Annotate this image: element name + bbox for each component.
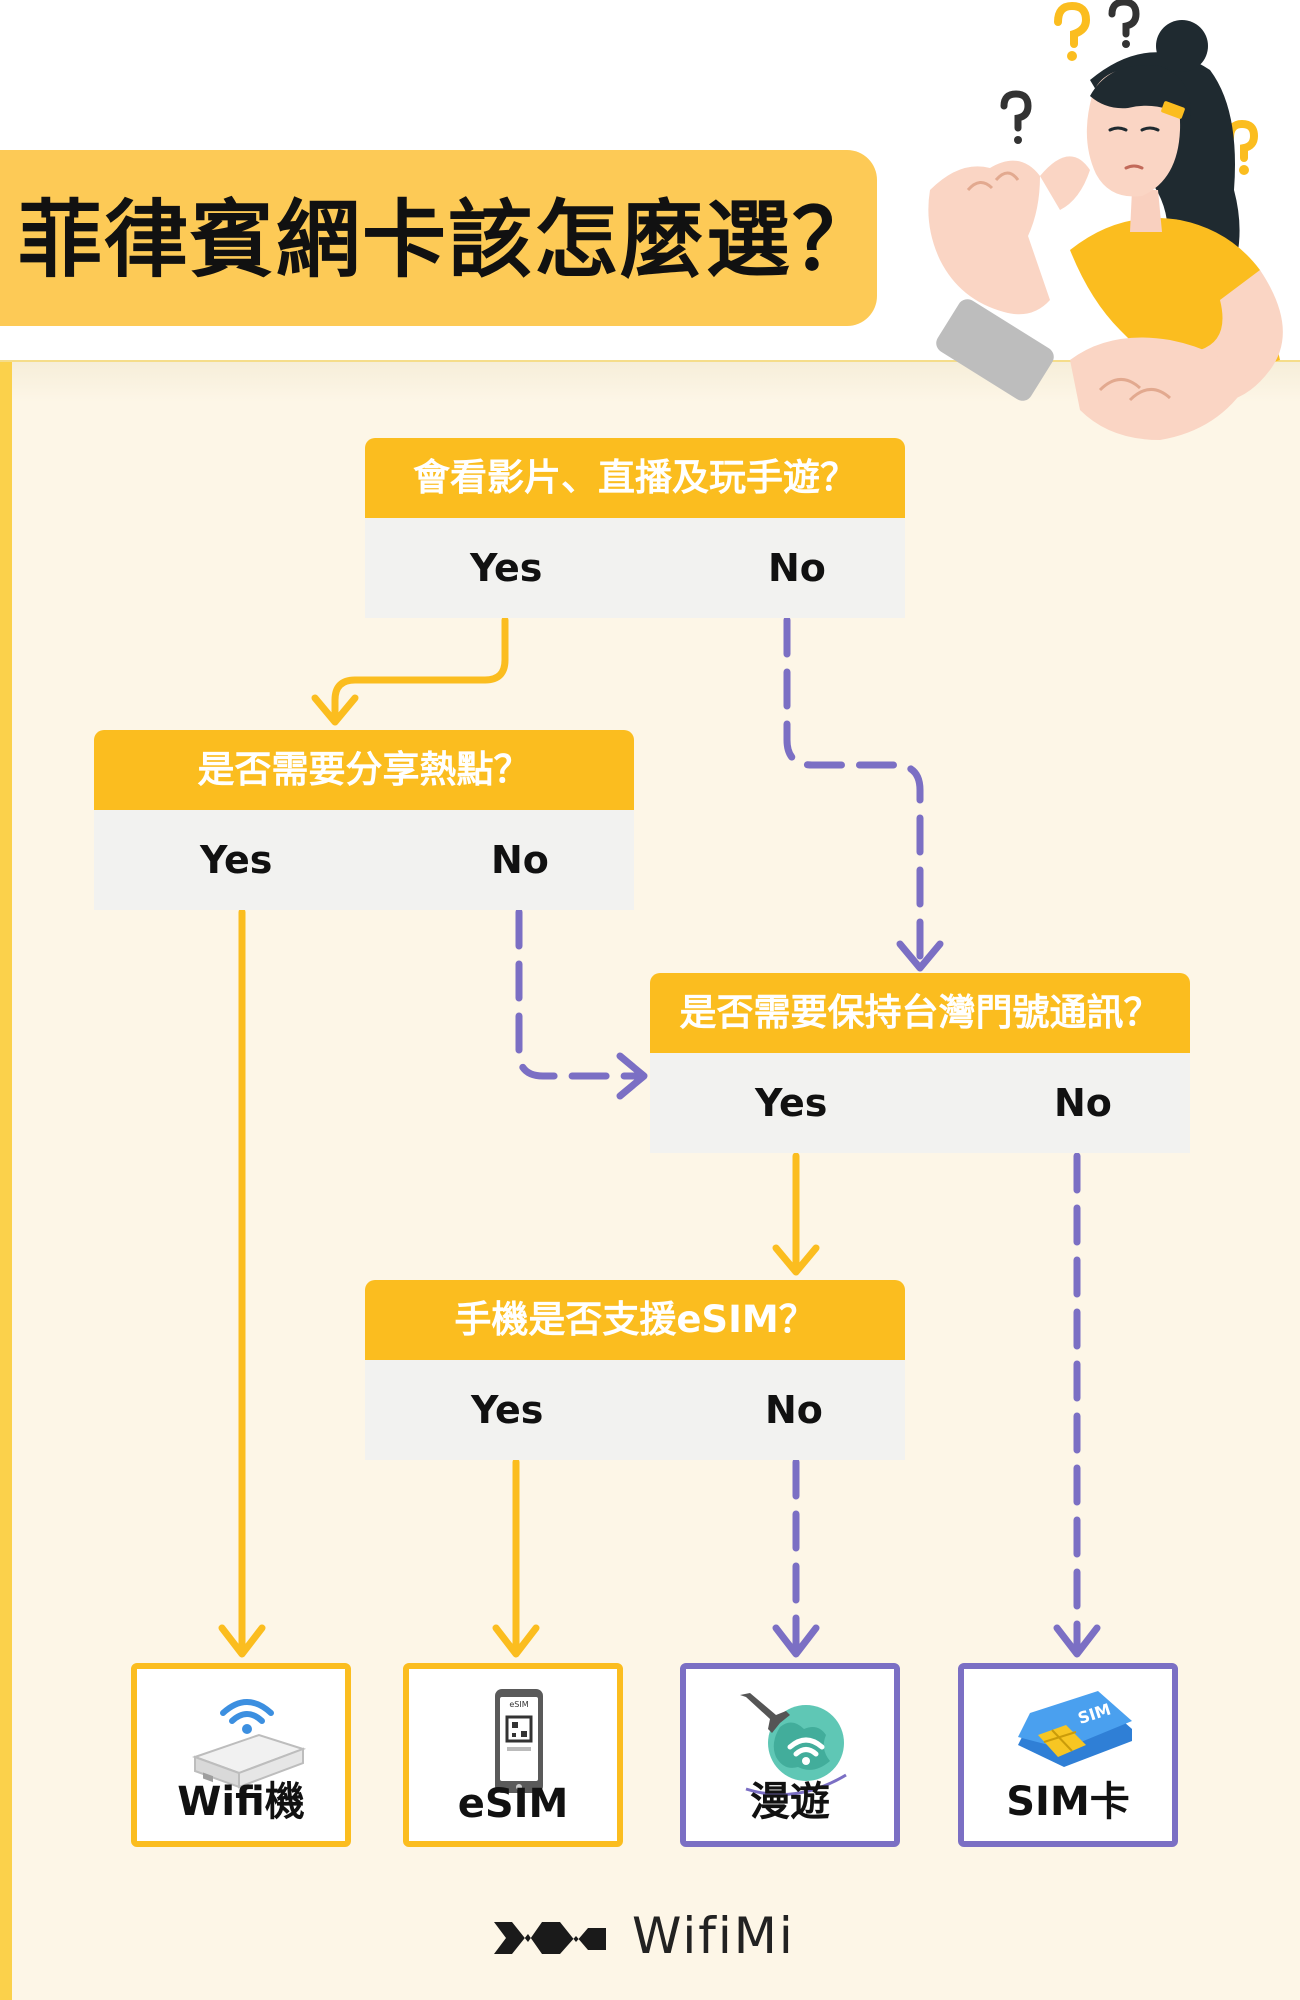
arrow-q2-yes [218, 1624, 266, 1658]
question-text: 手機是否支援eSIM？ [365, 1280, 905, 1360]
question-box-3: 是否需要保持台灣門號通訊？ Yes No [650, 973, 1190, 1153]
arrow-q1-yes [311, 694, 359, 726]
question-mark-icon [1108, 0, 1140, 38]
question-box-1: 會看影片、直播及玩手遊？ Yes No [365, 438, 905, 618]
option-yes: Yes [755, 1081, 828, 1125]
option-no: No [768, 546, 826, 590]
question-text: 會看影片、直播及玩手遊？ [365, 438, 905, 518]
arrow-q4-no [772, 1624, 820, 1658]
title-banner [0, 150, 877, 326]
connector-q2-no [515, 908, 644, 1080]
globe-airplane-icon [740, 1693, 847, 1797]
connector-q1-yes [331, 616, 509, 722]
question-mark-icon [1000, 90, 1032, 132]
result-label: eSIM [457, 1781, 569, 1827]
question-mark-icon [1054, 1, 1091, 48]
arrow-q2-no [616, 1052, 648, 1100]
question-box-4: 手機是否支援eSIM？ Yes No [365, 1280, 905, 1460]
arrow-q4-yes [492, 1624, 540, 1658]
question-text: 是否需要保持台灣門號通訊？ [650, 973, 1190, 1053]
sim-card-icon: SIM [1018, 1691, 1132, 1767]
result-label: SIM卡 [1006, 1779, 1130, 1825]
result-box-esim: eSIM eSIM [403, 1663, 623, 1847]
brand-name: WifiMi [632, 1907, 795, 1965]
option-no: No [491, 838, 549, 882]
question-box-2: 是否需要分享熱點？ Yes No [94, 730, 634, 910]
wifimi-logo-icon [494, 1922, 606, 1954]
esim-phone-icon: eSIM [495, 1689, 543, 1793]
esim-icon-text: eSIM [509, 1700, 528, 1709]
question-options-panel [365, 518, 905, 618]
page-title: 菲律賓網卡該怎麼選？ [18, 191, 879, 289]
option-no: No [1054, 1081, 1112, 1125]
thinking-girl-illustration [928, 0, 1283, 440]
question-options-panel [365, 1360, 905, 1460]
arrow-q1-no [896, 940, 944, 972]
question-options-panel [650, 1053, 1190, 1153]
result-box-roaming: 漫遊 [680, 1663, 900, 1847]
option-yes: Yes [200, 838, 273, 882]
result-label: Wifi機 [177, 1779, 305, 1825]
arrow-q3-yes [772, 1244, 820, 1276]
result-box-sim: SIM SIM卡 [958, 1663, 1178, 1847]
question-text: 是否需要分享熱點？ [94, 730, 634, 810]
panel-top-line [0, 360, 1300, 362]
option-no: No [765, 1388, 823, 1432]
result-label: 漫遊 [750, 1779, 830, 1825]
result-box-wifi: Wifi機 [131, 1663, 351, 1847]
panel-left-edge [0, 362, 12, 2000]
option-yes: Yes [470, 546, 543, 590]
arrow-q3-no [1053, 1624, 1101, 1658]
wifi-router-icon [192, 1699, 307, 1789]
option-yes: Yes [471, 1388, 544, 1432]
question-mark-icon [1226, 119, 1259, 162]
connector-q1-no [783, 616, 924, 966]
question-options-panel [94, 810, 634, 910]
